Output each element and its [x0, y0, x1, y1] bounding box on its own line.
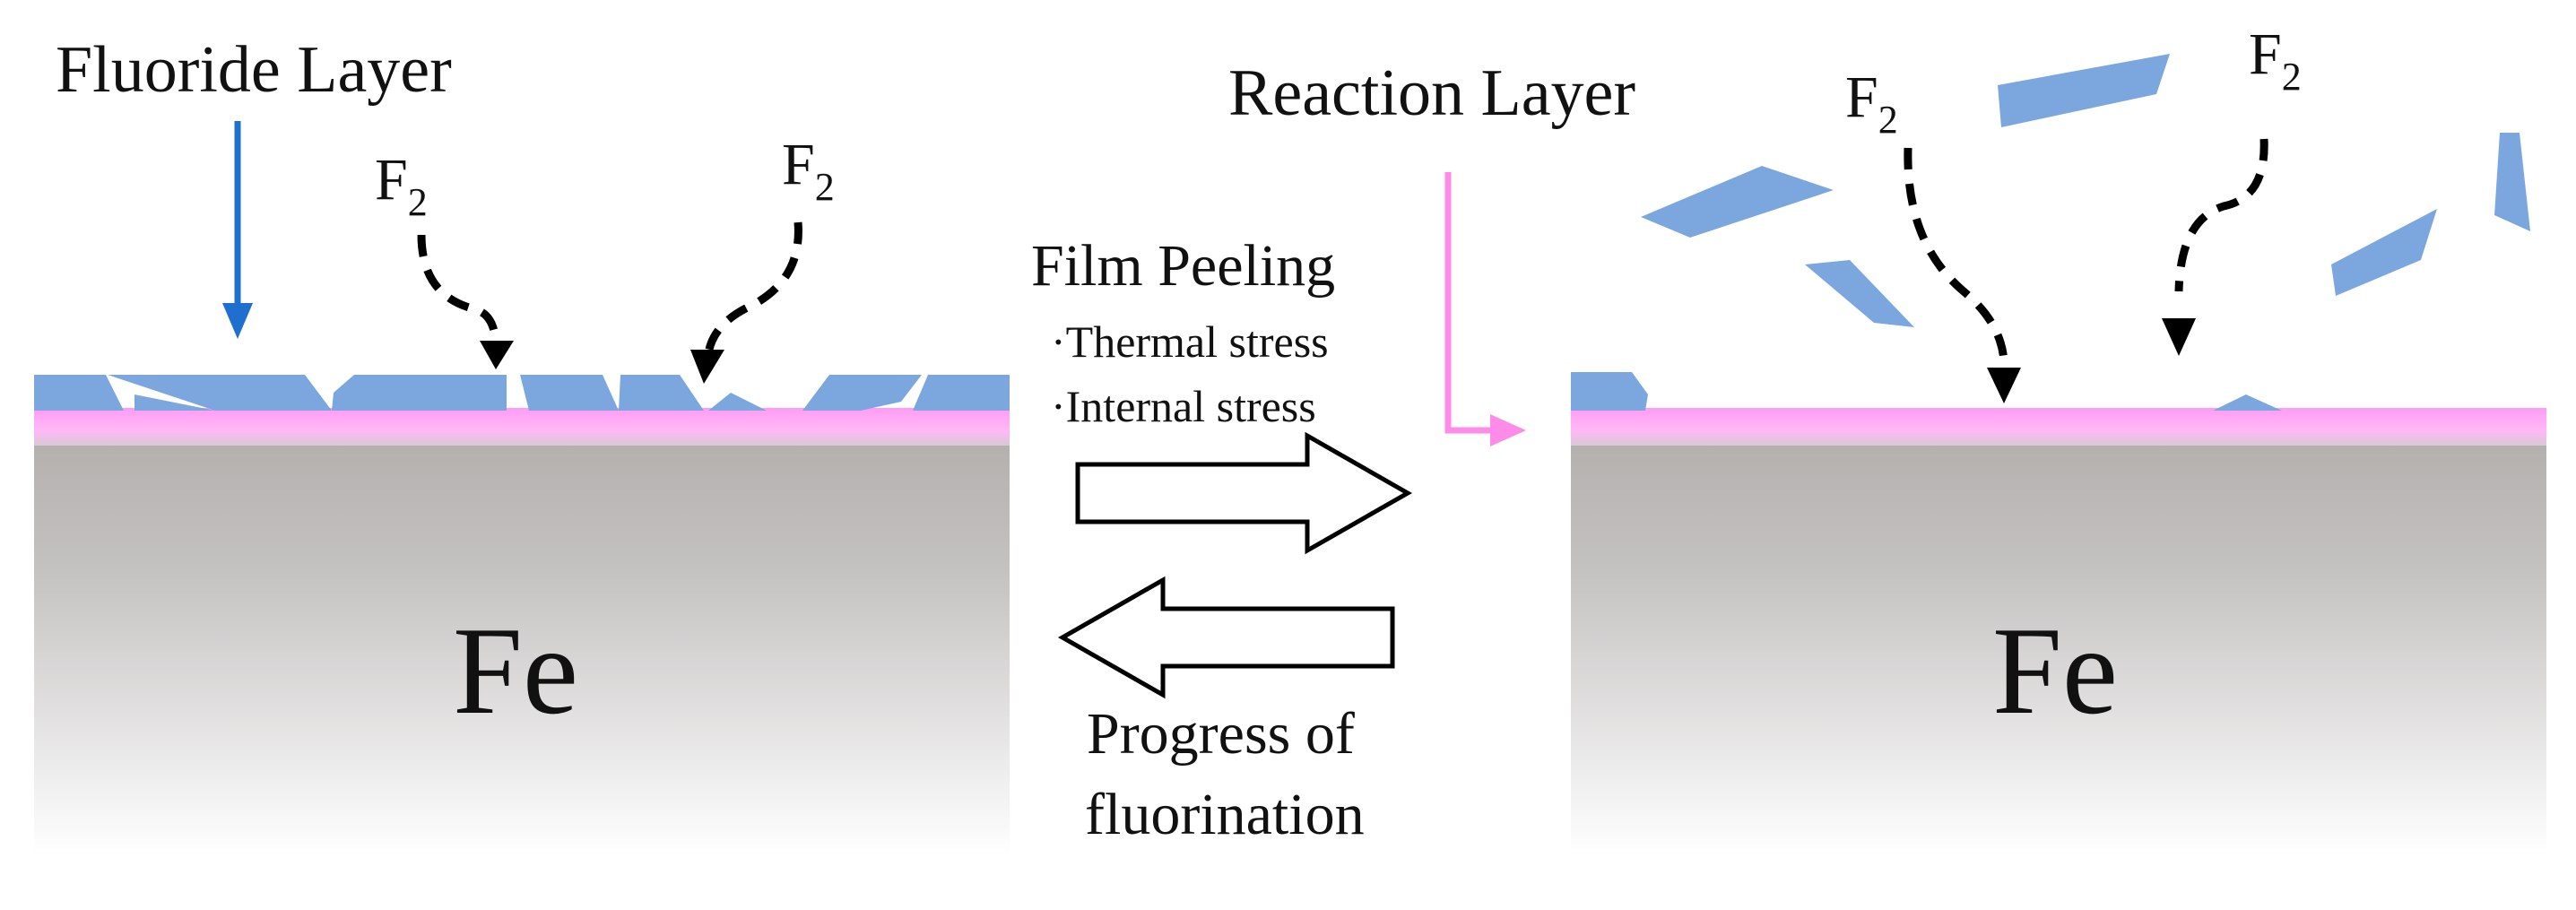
thermal-stress-label: ·Thermal stress [1051, 316, 1329, 367]
fluoride-flake [2494, 133, 2530, 231]
forward-arrow-icon [1075, 431, 1413, 555]
fluoride-flake [34, 375, 124, 411]
fluoride-layer-arrow-head-icon [222, 303, 253, 339]
fluoride-flake [2331, 209, 2437, 296]
left-reaction-layer [34, 408, 1010, 446]
f2-arrow-head-icon [480, 341, 514, 369]
f2-label: F2 [375, 147, 428, 224]
reaction-layer-arrow-icon [1444, 172, 1496, 434]
f2-dashed-arrow-icon [417, 234, 500, 355]
f2-arrow-head-icon [690, 350, 724, 384]
fluoride-flake [2213, 394, 2282, 411]
f2-label: F2 [1845, 65, 1898, 142]
backward-arrow-icon [1057, 576, 1395, 699]
fe-label-left: Fe [453, 602, 578, 741]
reaction-layer-arrow-head-icon [1490, 414, 1526, 446]
f2-dashed-arrow-icon [704, 221, 802, 355]
internal-stress-label: ·Internal stress [1051, 381, 1316, 431]
left-panel: Fluoride Layer F2 F2 Fe [34, 33, 1010, 856]
left-fluoride-layer [34, 375, 1010, 411]
fluoride-flake [134, 394, 215, 411]
fluoride-flake [1998, 54, 2170, 127]
fluoride-flake [520, 375, 619, 411]
fluoride-flake [1805, 260, 1914, 327]
fluoride-flake [619, 375, 704, 411]
right-fe-substrate [1571, 444, 2546, 856]
f2-label: F2 [782, 132, 835, 209]
f2-dashed-arrow-icon [1904, 147, 2008, 373]
progress-line2-label: fluorination [1085, 782, 1365, 847]
f2-arrow-head-icon [1987, 368, 2021, 403]
fluoride-flake [108, 375, 332, 411]
fluoride-flake [1641, 166, 1834, 238]
fluoride-flake [708, 393, 767, 411]
reaction-layer-label: Reaction Layer [1228, 56, 1635, 130]
left-fe-substrate [34, 444, 1010, 856]
right-panel: Reaction Layer F2 F2 Fe [1228, 22, 2546, 856]
fluoride-flake [913, 375, 1010, 411]
fe-label-right: Fe [1992, 602, 2118, 741]
f2-dashed-arrow-icon [2174, 138, 2268, 292]
peeled-flakes [1641, 54, 2530, 327]
f2-label: F2 [2249, 22, 2302, 99]
fluoride-flake [332, 375, 507, 411]
fluoride-flake [1571, 372, 1648, 411]
fluoride-layer-label: Fluoride Layer [56, 33, 452, 107]
middle-transition: Film Peeling ·Thermal stress ·Internal s… [1031, 233, 1413, 847]
fluoride-flake [802, 375, 922, 411]
film-peeling-label: Film Peeling [1031, 233, 1335, 299]
right-reaction-layer [1571, 408, 2546, 446]
progress-line1-label: Progress of [1087, 701, 1355, 767]
f2-arrow-head-icon [2162, 318, 2196, 356]
